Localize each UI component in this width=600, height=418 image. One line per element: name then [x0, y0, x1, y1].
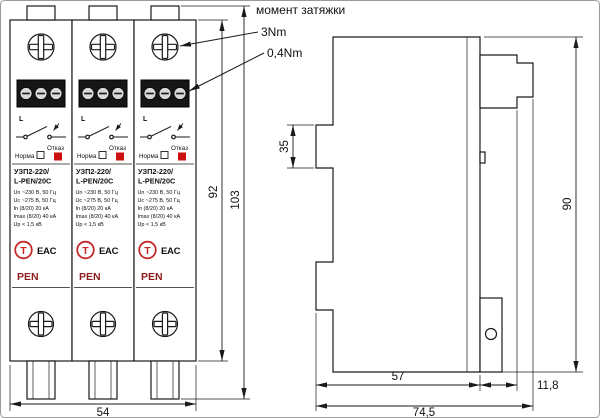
- side-notch: [479, 151, 486, 164]
- front-view: [10, 6, 196, 399]
- module-1: [10, 6, 72, 399]
- clip-spring-hole: [484, 327, 498, 341]
- module-3: [134, 6, 196, 399]
- dim-103: 103: [230, 190, 242, 209]
- dim-11-8: 11,8: [537, 380, 559, 392]
- torque-terminal-label: 0,4Nm: [267, 46, 302, 60]
- side-profile: [315, 36, 481, 373]
- dim-57: 57: [392, 371, 405, 383]
- dim-35: 35: [279, 140, 291, 153]
- dim-92: 92: [208, 186, 220, 199]
- side-view: [315, 36, 534, 373]
- torque-annotations: момент затяжки 3Nm 0,4Nm: [179, 3, 345, 92]
- module-2: [72, 6, 134, 399]
- torque-heading: момент затяжки: [256, 3, 345, 17]
- leader-main-screw: [179, 31, 259, 47]
- dim-74-5: 74,5: [413, 407, 435, 418]
- dim-54: 54: [97, 407, 110, 418]
- front-dimensions: 92 103 54: [9, 5, 250, 418]
- torque-main-label: 3Nm: [261, 25, 286, 39]
- leader-terminal-screw: [188, 52, 265, 92]
- din-clip-upper: [479, 54, 534, 109]
- side-dimensions: 35 90 57 11,8 74,5: [279, 36, 583, 418]
- dim-90: 90: [562, 198, 574, 211]
